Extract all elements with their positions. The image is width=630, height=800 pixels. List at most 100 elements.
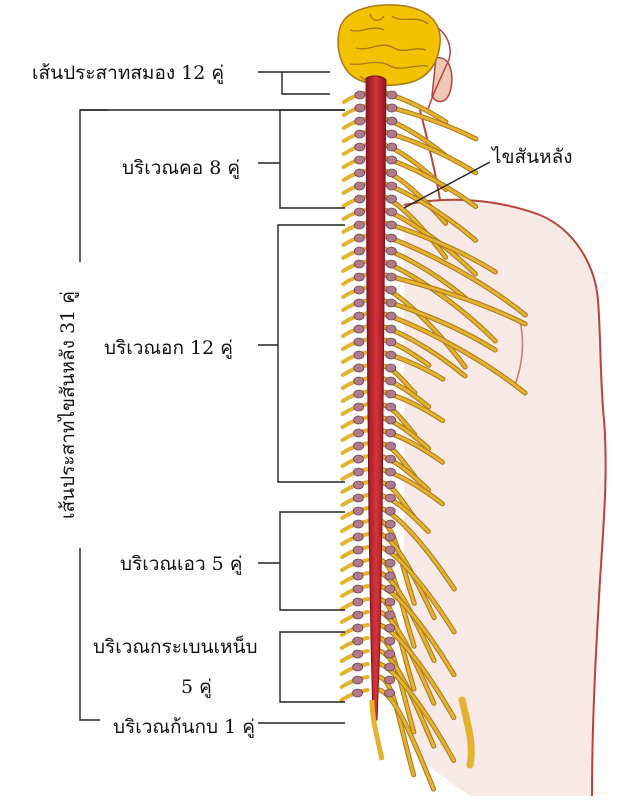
ganglion-right	[386, 247, 396, 255]
ganglion-left	[353, 598, 363, 606]
ganglion-right	[386, 377, 396, 385]
ganglion-left	[353, 624, 363, 632]
ganglion-right	[387, 91, 397, 99]
ganglion-right	[385, 663, 395, 671]
coccygeal-nerves-label: บริเวณก้นกบ 1 คู่	[113, 712, 255, 742]
ganglion-left	[355, 182, 365, 190]
ganglion-right	[386, 351, 396, 359]
ganglion-right	[386, 390, 396, 398]
ganglion-right	[386, 273, 396, 281]
ganglion-left	[354, 273, 364, 281]
sacral-nerves-label: บริเวณกระเบนเหน็บ	[93, 632, 258, 662]
ganglion-left	[353, 533, 363, 541]
ganglion-right	[385, 624, 395, 632]
lumbar-nerves-label: บริเวณเอว 5 คู่	[120, 549, 243, 579]
ganglion-left	[353, 637, 363, 645]
spinal-nerves-total-label: เส้นประสาทไขสันหลัง 31 คู่	[53, 291, 83, 519]
ganglion-right	[387, 117, 397, 125]
ganglion-right	[385, 637, 395, 645]
ganglion-right	[386, 286, 396, 294]
ganglion-left	[354, 312, 364, 320]
cervical-nerves-label: บริเวณคอ 8 คู่	[122, 153, 240, 183]
sacral-nerves-count-label: 5 คู่	[181, 672, 212, 702]
ganglion-left	[353, 481, 363, 489]
ganglion-left	[355, 143, 365, 151]
ganglion-right	[385, 676, 395, 684]
ganglion-left	[354, 234, 364, 242]
ganglion-left	[355, 104, 365, 112]
ganglion-left	[353, 676, 363, 684]
ganglion-right	[386, 234, 396, 242]
ganglion-right	[387, 169, 397, 177]
ganglion-right	[386, 416, 396, 424]
ganglion-left	[355, 169, 365, 177]
ganglion-left	[355, 91, 365, 99]
ganglion-left	[354, 299, 364, 307]
ganglion-right	[386, 364, 396, 372]
ganglion-left	[354, 364, 364, 372]
ganglion-right	[385, 572, 395, 580]
ganglion-left	[353, 650, 363, 658]
ganglion-left	[354, 260, 364, 268]
ganglion-right	[386, 208, 396, 216]
ganglion-left	[353, 546, 363, 554]
ganglion-left	[353, 689, 363, 697]
ganglion-left	[354, 221, 364, 229]
ganglion-right	[385, 494, 395, 502]
ganglion-left	[354, 286, 364, 294]
ganglion-left	[354, 208, 364, 216]
ganglion-left	[353, 611, 363, 619]
ganglion-left	[354, 442, 364, 450]
spinal-cord-label: ไขสันหลัง	[492, 142, 573, 172]
ganglion-right	[385, 689, 395, 697]
ganglion-left	[354, 351, 364, 359]
ganglion-left	[353, 663, 363, 671]
ganglion-right	[385, 611, 395, 619]
thoracic-nerves-label: บริเวณอก 12 คู่	[104, 333, 233, 363]
ganglion-right	[385, 585, 395, 593]
ganglion-right	[385, 559, 395, 567]
ganglion-left	[353, 494, 363, 502]
ganglion-right	[386, 260, 396, 268]
ganglion-right	[386, 403, 396, 411]
ganglion-left	[353, 520, 363, 528]
ganglion-right	[387, 104, 397, 112]
ganglion-left	[355, 130, 365, 138]
ganglion-right	[386, 312, 396, 320]
ganglion-right	[385, 598, 395, 606]
ganglion-right	[385, 520, 395, 528]
ganglion-left	[354, 247, 364, 255]
ganglion-left	[355, 195, 365, 203]
ganglion-left	[353, 507, 363, 515]
ganglion-left	[353, 572, 363, 580]
ganglion-right	[386, 325, 396, 333]
ganglion-left	[353, 585, 363, 593]
ganglion-left	[354, 429, 364, 437]
ganglion-left	[354, 416, 364, 424]
ganglion-right	[386, 338, 396, 346]
ganglion-left	[355, 117, 365, 125]
ganglion-right	[387, 143, 397, 151]
ganglion-left	[354, 377, 364, 385]
brain	[338, 5, 440, 85]
ganglion-right	[387, 195, 397, 203]
ganglion-left	[353, 468, 363, 476]
ganglion-right	[385, 533, 395, 541]
ganglion-right	[387, 130, 397, 138]
ganglion-left	[354, 403, 364, 411]
ganglion-right	[386, 442, 396, 450]
ganglion-left	[354, 338, 364, 346]
ear	[432, 58, 452, 102]
ganglion-left	[355, 156, 365, 164]
ganglion-right	[387, 182, 397, 190]
ganglion-left	[354, 325, 364, 333]
ganglion-left	[353, 559, 363, 567]
ganglion-left	[353, 455, 363, 463]
ganglion-right	[385, 468, 395, 476]
ganglion-right	[385, 481, 395, 489]
ganglion-right	[386, 221, 396, 229]
ganglion-right	[386, 429, 396, 437]
ganglion-right	[387, 156, 397, 164]
